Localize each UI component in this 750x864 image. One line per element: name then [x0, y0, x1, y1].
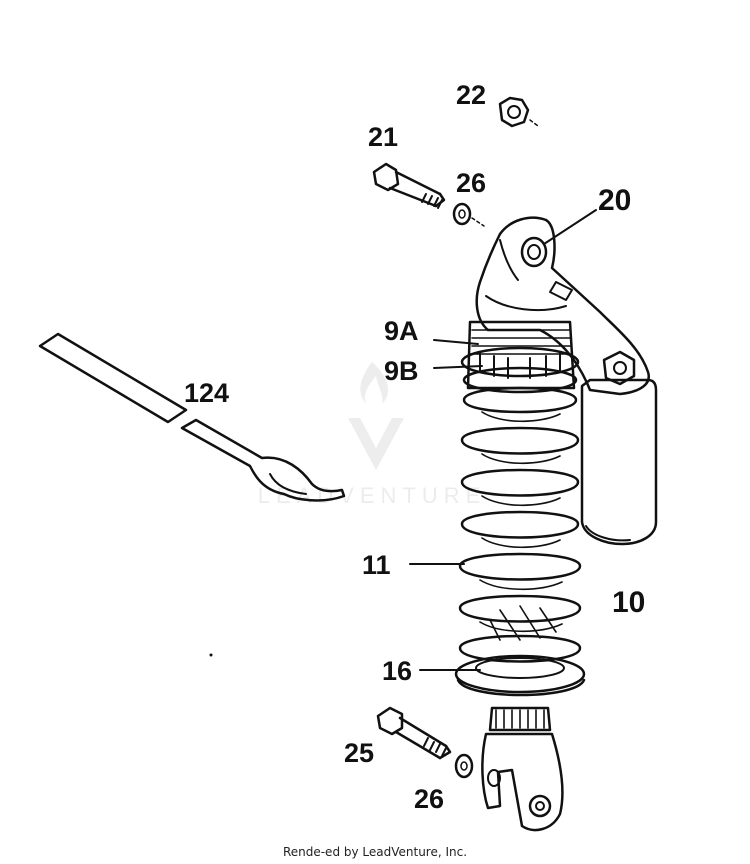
shock-top-mount — [475, 216, 650, 396]
coil-spring — [458, 386, 582, 663]
footer-credit: Rende-ed by LeadVenture, Inc. — [283, 845, 467, 859]
label-9b: 9B — [384, 356, 419, 386]
reservoir — [580, 378, 658, 546]
nut — [498, 96, 539, 128]
label-10: 10 — [612, 586, 645, 619]
leader-lines — [209, 209, 597, 671]
label-11: 11 — [362, 550, 391, 580]
label-16: 16 — [382, 656, 412, 686]
preload-collars — [460, 320, 580, 394]
lower-spring-seat — [454, 654, 586, 697]
label-9a: 9A — [384, 316, 419, 346]
lower-bolt — [376, 706, 452, 760]
label-26-lower: 26 — [414, 784, 444, 814]
label-25: 25 — [344, 738, 374, 768]
shock-lower-mount — [481, 706, 564, 832]
label-22: 22 — [456, 80, 486, 110]
label-20: 20 — [598, 184, 631, 217]
label-124: 124 — [184, 378, 229, 408]
label-26-upper: 26 — [456, 168, 486, 198]
spanner-wrench — [38, 332, 346, 502]
part-labels: 22 21 26 20 9A 9B 124 11 10 16 25 26 — [184, 80, 645, 814]
label-21: 21 — [368, 122, 398, 152]
watermark-text: LEADVENTURE — [258, 483, 487, 508]
watermark-logo: LEADVENTURE — [258, 362, 487, 508]
upper-washer — [452, 202, 485, 227]
upper-bolt — [372, 162, 446, 209]
lower-washer — [454, 753, 474, 779]
